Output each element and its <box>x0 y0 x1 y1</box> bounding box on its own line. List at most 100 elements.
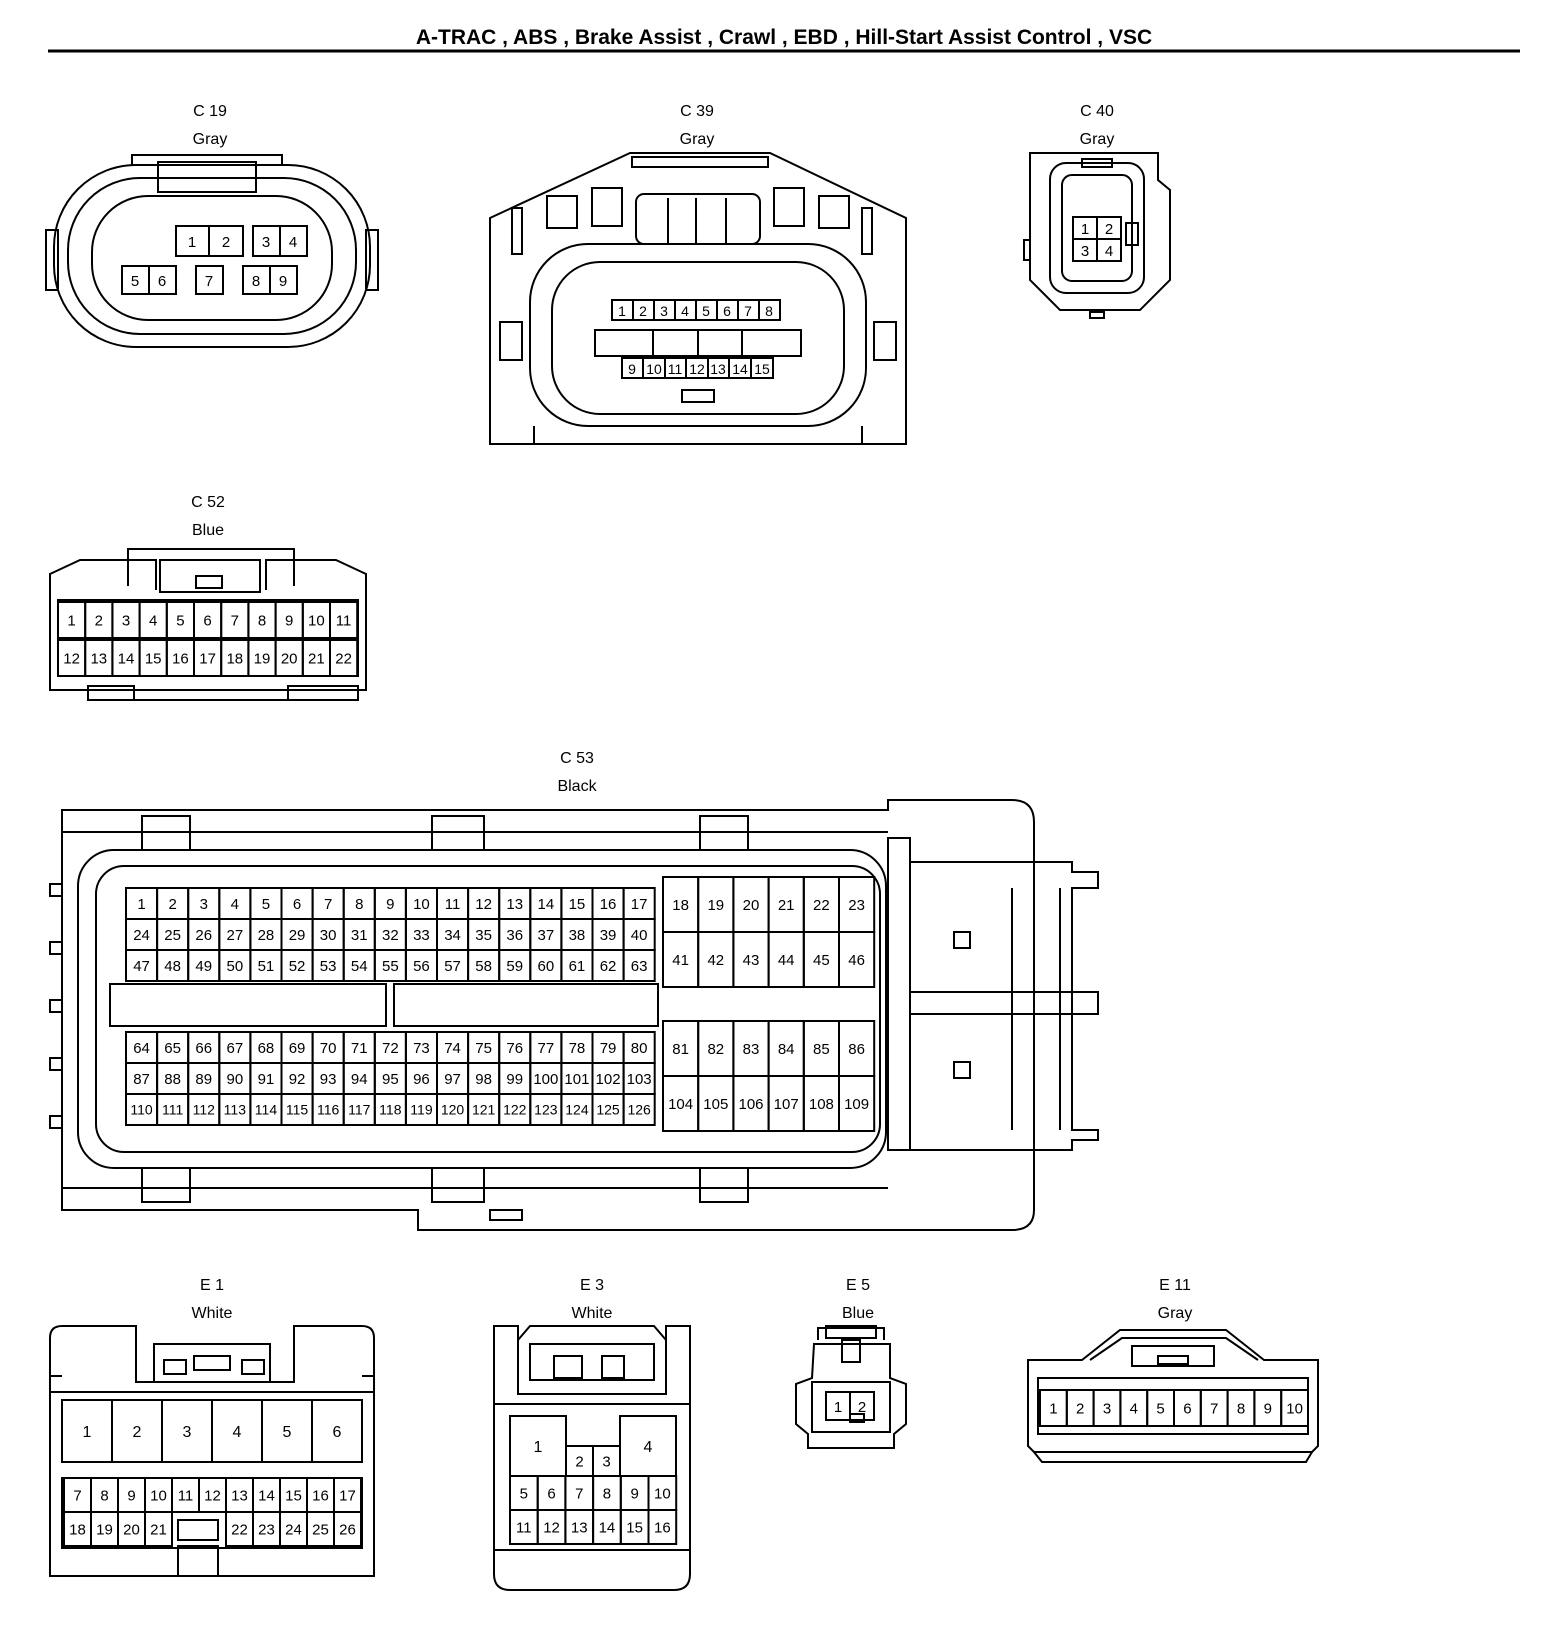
svg-text:1: 1 <box>188 234 196 251</box>
connector-code: C 39 <box>680 103 714 120</box>
pin-number: 24 <box>285 1521 302 1538</box>
pin-number: 124 <box>565 1102 589 1118</box>
pin-number: 22 <box>335 650 352 667</box>
pin-number: 93 <box>320 1071 337 1088</box>
pin-number: 26 <box>339 1521 356 1538</box>
pin-number: 112 <box>193 1102 216 1118</box>
pin-cavity <box>1280 1389 1309 1427</box>
pin-number: 30 <box>320 927 337 944</box>
pin-number: 2 <box>1076 1400 1084 1417</box>
pin-number: 17 <box>199 650 216 667</box>
pin-number: 98 <box>475 1071 492 1088</box>
pin-number: 8 <box>355 896 363 913</box>
pin-number: 12 <box>543 1519 560 1536</box>
pin-number: 123 <box>534 1102 558 1118</box>
pin-number: 18 <box>226 650 243 667</box>
pin-number: 25 <box>312 1521 329 1538</box>
pin-cavity <box>329 639 359 677</box>
pin-number: 2 <box>133 1424 142 1441</box>
pin-number: 13 <box>506 896 523 913</box>
pin-number: 88 <box>164 1071 181 1088</box>
connector-color: White <box>572 1305 613 1322</box>
svg-text:1: 1 <box>1081 221 1089 238</box>
svg-text:1: 1 <box>618 303 626 319</box>
pin-number: 125 <box>596 1102 620 1118</box>
pin-number: 106 <box>738 1096 763 1113</box>
svg-text:9: 9 <box>279 273 287 290</box>
pin-number: 12 <box>475 896 492 913</box>
pin-number: 95 <box>382 1071 399 1088</box>
svg-text:5: 5 <box>702 303 710 319</box>
pin-number: 79 <box>600 1040 617 1057</box>
pin-group: 1 2 3 4 <box>1072 216 1122 262</box>
pin-number: 4 <box>1130 1400 1138 1417</box>
pin-number: 9 <box>630 1485 638 1502</box>
pin-number: 19 <box>254 650 271 667</box>
pin-number: 114 <box>255 1102 278 1118</box>
pin-number: 31 <box>351 927 368 944</box>
page-title: A-TRAC , ABS , Brake Assist , Crawl , EB… <box>416 26 1152 49</box>
pin-number: 1 <box>137 896 145 913</box>
pin-number: 6 <box>293 896 301 913</box>
pin-number: 3 <box>183 1424 192 1441</box>
pin-number: 37 <box>538 927 555 944</box>
pin-number: 51 <box>258 958 275 975</box>
pin-number: 46 <box>848 952 865 969</box>
pin-cavity <box>144 1511 173 1547</box>
pin-number: 43 <box>743 952 760 969</box>
pin-number: 80 <box>631 1040 648 1057</box>
pin-number: 14 <box>258 1487 275 1504</box>
pin-number: 48 <box>164 958 181 975</box>
pin-number: 23 <box>258 1521 275 1538</box>
pin-number: 107 <box>774 1096 799 1113</box>
pin-number: 1 <box>1049 1400 1057 1417</box>
pin-number: 16 <box>172 650 189 667</box>
connector-color: Black <box>557 778 597 795</box>
svg-text:2: 2 <box>858 1399 866 1416</box>
pin-group: 1 2 <box>825 1391 875 1421</box>
pin-number: 4 <box>231 896 239 913</box>
pin-number: 3 <box>122 612 130 629</box>
svg-text:11: 11 <box>668 361 683 377</box>
pin-number: 20 <box>123 1521 140 1538</box>
pin-number: 63 <box>631 958 648 975</box>
connector-code: E 5 <box>846 1277 870 1294</box>
pin-number: 8 <box>603 1485 611 1502</box>
pin-number: 5 <box>283 1424 292 1441</box>
connector-color: Blue <box>842 1305 874 1322</box>
pin-number: 28 <box>258 927 275 944</box>
pin-cavity <box>838 1075 876 1132</box>
pin-number: 90 <box>227 1071 244 1088</box>
pin-number: 35 <box>475 927 492 944</box>
pin-number: 20 <box>743 897 760 914</box>
pin-number: 21 <box>308 650 325 667</box>
pin-number: 97 <box>444 1071 461 1088</box>
connector-code: E 11 <box>1159 1277 1191 1294</box>
pin-number: 10 <box>1286 1400 1303 1417</box>
svg-text:10: 10 <box>646 361 662 377</box>
svg-text:9: 9 <box>628 361 636 377</box>
pin-number: 8 <box>258 612 266 629</box>
pin-number: 91 <box>258 1071 275 1088</box>
pin-number: 120 <box>441 1102 465 1118</box>
pin-number: 73 <box>413 1040 430 1057</box>
svg-text:2: 2 <box>639 303 647 319</box>
pin-number: 6 <box>547 1485 555 1502</box>
pin-number: 14 <box>118 650 135 667</box>
pin-number: 11 <box>516 1519 532 1536</box>
pin-number: 20 <box>281 650 298 667</box>
pin-number: 5 <box>1156 1400 1164 1417</box>
pin-number: 94 <box>351 1071 368 1088</box>
pin-number: 1 <box>67 612 75 629</box>
pin-number: 9 <box>127 1487 135 1504</box>
pin-number: 16 <box>600 896 617 913</box>
pin-number: 4 <box>644 1439 653 1456</box>
pin-number: 119 <box>410 1102 433 1118</box>
pin-number: 109 <box>844 1096 869 1113</box>
pin-number: 25 <box>164 927 181 944</box>
pin-number: 12 <box>204 1487 221 1504</box>
pin-number: 111 <box>162 1102 183 1118</box>
connector-code: C 52 <box>191 494 225 511</box>
